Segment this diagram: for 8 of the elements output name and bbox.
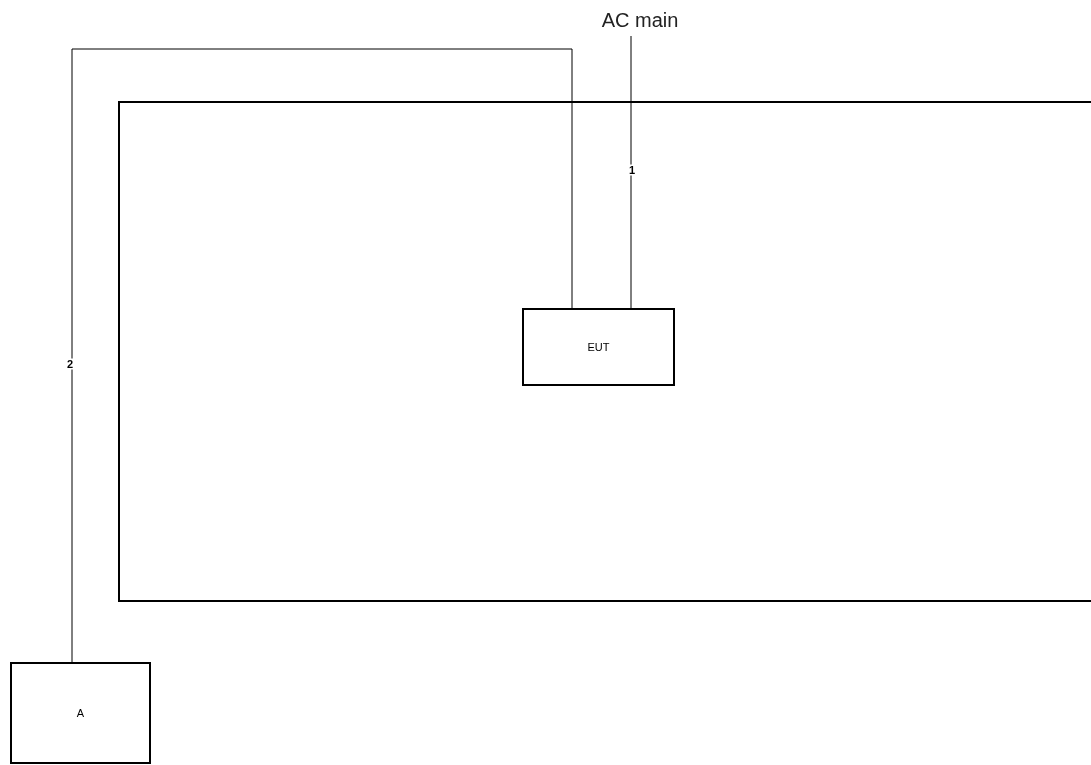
device-box: A	[10, 662, 151, 764]
device-box: EUT	[522, 308, 675, 386]
cable-number: 1	[627, 164, 637, 176]
text-label: AC main	[590, 4, 690, 36]
cable-line	[630, 35, 632, 309]
cable-number: 2	[65, 358, 75, 370]
cable-line	[71, 48, 573, 663]
enclosure-box	[118, 101, 1091, 602]
